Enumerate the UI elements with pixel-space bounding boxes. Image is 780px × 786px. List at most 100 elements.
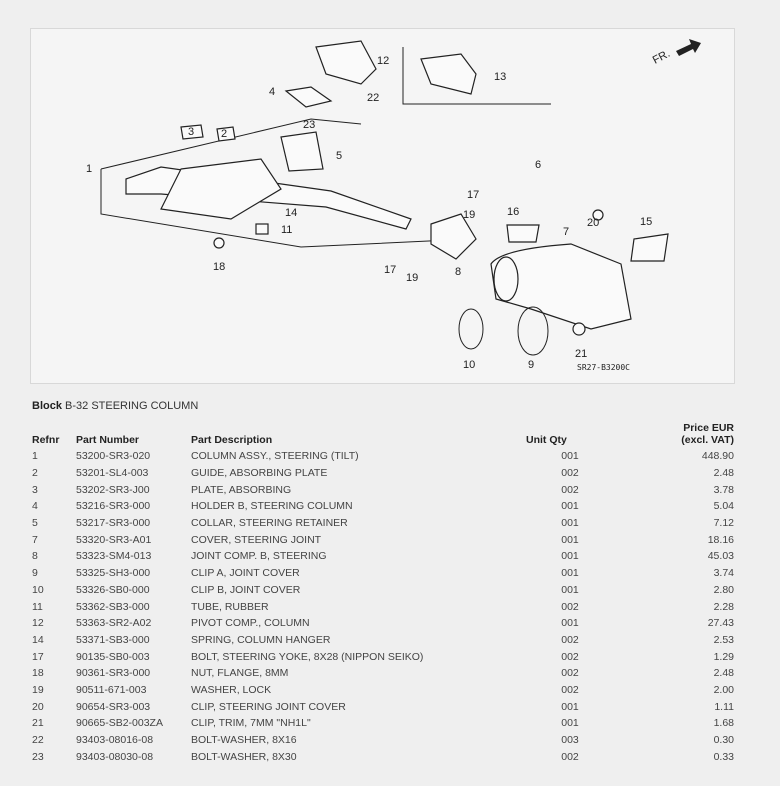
- cell-qty: 002: [561, 650, 579, 663]
- header-price-line2: (excl. VAT): [681, 434, 734, 446]
- cell-price: 45.03: [707, 550, 734, 563]
- cell-part-number: 53320-SR3-A01: [76, 533, 152, 546]
- cell-description: WASHER, LOCK: [191, 683, 272, 696]
- cell-qty: 001: [561, 450, 579, 463]
- front-direction-arrow-icon: [676, 39, 701, 56]
- cell-refnr: 3: [32, 483, 38, 496]
- cell-refnr: 5: [32, 517, 38, 530]
- cell-qty: 001: [561, 500, 579, 513]
- callout-20: 20: [587, 217, 599, 229]
- cell-refnr: 1: [32, 450, 38, 463]
- callout-5: 5: [336, 150, 342, 162]
- cell-refnr: 23: [32, 750, 44, 763]
- callout-17a: 17: [467, 189, 479, 201]
- cell-refnr: 18: [32, 667, 44, 680]
- cell-description: PIVOT COMP., COLUMN: [191, 617, 310, 630]
- cell-refnr: 20: [32, 700, 44, 713]
- table-header: Refnr Part Number Part Description Unit …: [28, 418, 738, 448]
- cell-refnr: 4: [32, 500, 38, 513]
- cell-description: COVER, STEERING JOINT: [191, 533, 322, 546]
- cell-price: 7.12: [713, 517, 734, 530]
- cell-price: 3.74: [713, 567, 734, 580]
- callout-6: 6: [535, 159, 541, 171]
- cell-refnr: 8: [32, 550, 38, 563]
- callout-9: 9: [528, 359, 534, 371]
- joint-cover-shape: [490, 243, 632, 330]
- callout-3: 3: [188, 126, 194, 138]
- cell-description: SPRING, COLUMN HANGER: [191, 633, 331, 646]
- header-part-number: Part Number: [76, 434, 140, 446]
- header-price-line1: Price EUR: [683, 422, 734, 434]
- block-label: Block: [32, 400, 62, 412]
- cell-description: HOLDER B, STEERING COLUMN: [191, 500, 353, 513]
- callout-17b: 17: [384, 264, 396, 276]
- cell-part-number: 90654-SR3-003: [76, 700, 151, 713]
- cell-description: GUIDE, ABSORBING PLATE: [191, 467, 328, 480]
- cell-qty: 001: [561, 583, 579, 596]
- cell-price: 27.43: [707, 617, 734, 630]
- cell-price: 0.33: [713, 750, 734, 763]
- cell-description: PLATE, ABSORBING: [191, 483, 292, 496]
- cell-price: 2.00: [713, 683, 734, 696]
- cell-description: NUT, FLANGE, 8MM: [191, 667, 289, 680]
- cell-qty: 002: [561, 600, 579, 613]
- cell-refnr: 21: [32, 717, 44, 730]
- cell-description: CLIP, STEERING JOINT COVER: [191, 700, 346, 713]
- cell-part-number: 90511-671-003: [76, 683, 147, 696]
- header-qty: Unit Qty: [526, 434, 567, 446]
- cell-description: JOINT COMP. B, STEERING: [191, 550, 327, 563]
- callout-2: 2: [221, 128, 227, 140]
- cell-price: 2.80: [713, 583, 734, 596]
- callout-4: 4: [269, 86, 275, 98]
- callouts: 1 2 3 4 5 6 7 8 9 10 11 12 13 14 15 16 1…: [86, 55, 652, 371]
- cell-part-number: 93403-08030-08: [76, 750, 154, 763]
- cell-price: 448.90: [701, 450, 734, 463]
- cell-part-number: 53217-SR3-000: [76, 517, 151, 530]
- cell-qty: 002: [561, 750, 579, 763]
- block-value: B-32 STEERING COLUMN: [65, 400, 199, 412]
- cell-refnr: 11: [32, 600, 43, 613]
- cell-price: 2.48: [713, 667, 734, 680]
- cell-part-number: 53216-SR3-000: [76, 500, 151, 513]
- callout-14: 14: [285, 207, 297, 219]
- cell-description: COLLAR, STEERING RETAINER: [191, 517, 348, 530]
- cell-qty: 002: [561, 683, 579, 696]
- cell-refnr: 14: [32, 633, 44, 646]
- cell-description: CLIP A, JOINT COVER: [191, 567, 300, 580]
- callout-18: 18: [213, 261, 225, 273]
- cell-part-number: 53363-SR2-A02: [76, 617, 152, 630]
- cell-part-number: 53371-SB3-000: [76, 633, 150, 646]
- cell-price: 2.28: [713, 600, 734, 613]
- header-refnr: Refnr: [32, 434, 60, 446]
- cell-part-number: 90135-SB0-003: [76, 650, 150, 663]
- diagram-code: SR27-B3200C: [577, 363, 630, 372]
- callout-19a: 19: [463, 209, 475, 221]
- cell-refnr: 2: [32, 467, 38, 480]
- callout-15: 15: [640, 216, 652, 228]
- callout-23: 23: [303, 119, 315, 131]
- callout-22: 22: [367, 92, 379, 104]
- cell-part-number: 90665-SB2-003ZA: [76, 717, 163, 730]
- callout-13: 13: [494, 71, 506, 83]
- cell-qty: 002: [561, 467, 579, 480]
- cell-part-number: 53201-SL4-003: [76, 467, 149, 480]
- cell-part-number: 53325-SH3-000: [76, 567, 151, 580]
- cell-refnr: 10: [32, 583, 44, 596]
- callout-7: 7: [563, 226, 569, 238]
- callout-1: 1: [86, 163, 92, 175]
- callout-16: 16: [507, 206, 519, 218]
- callout-21: 21: [575, 348, 587, 360]
- cell-price: 3.78: [713, 483, 734, 496]
- cell-price: 0.30: [713, 734, 734, 747]
- steering-column-exploded-view: FR. 1 2 3 4 5 6 7 8 9 10 11 12 13 14 15 …: [86, 39, 701, 372]
